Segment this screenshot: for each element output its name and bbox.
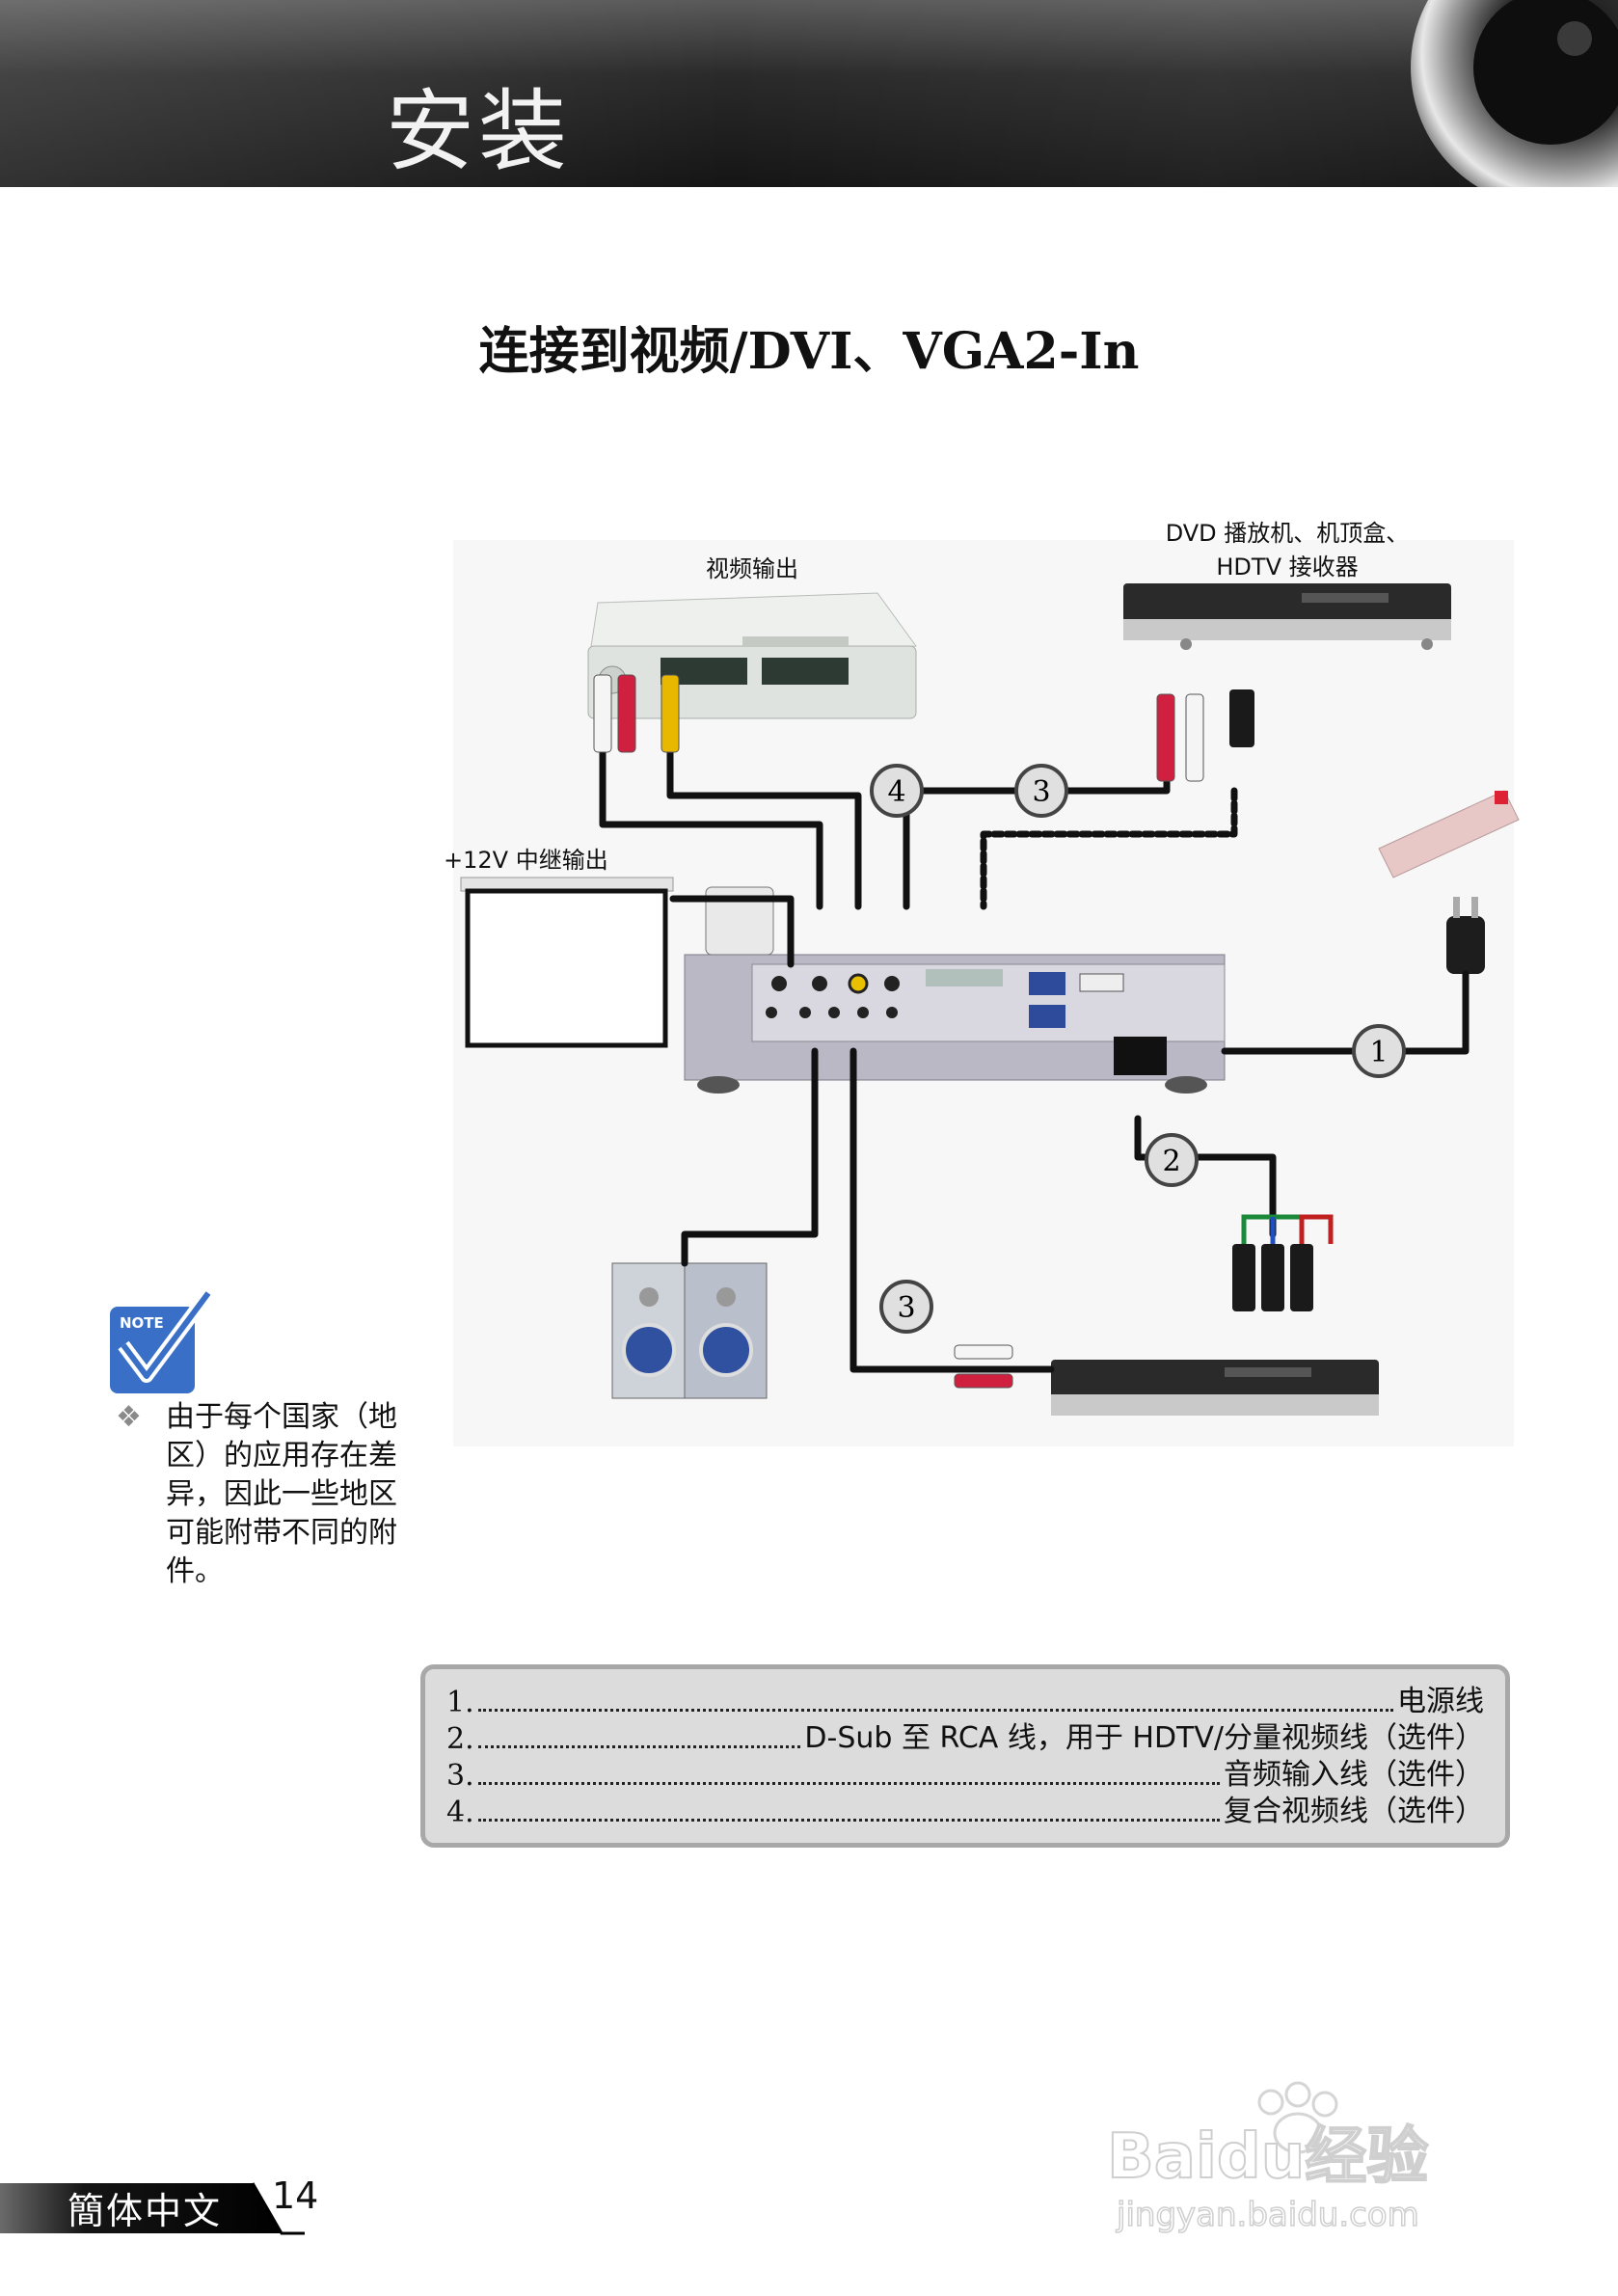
legend-item-2-text: D-Sub 至 RCA 线，用于 HDTV/分量视频线（选件） [804, 1721, 1484, 1755]
note-icon: NOTE [110, 1288, 214, 1393]
projector-lens-icon [1411, 0, 1618, 187]
rca-plugs-dvd-audio [1156, 689, 1254, 782]
callout-3-top-label: 3 [1032, 775, 1050, 809]
legend-item-1-leader [477, 1708, 1393, 1712]
projection-screen [460, 877, 674, 1048]
legend-item-4-leader [477, 1818, 1220, 1822]
footer-language: 簡体中文 [67, 2190, 223, 2232]
callout-3-bottom-label: 3 [897, 1291, 915, 1325]
legend-item-1-number: 1. [446, 1686, 474, 1719]
note-icon-label: NOTE [120, 1314, 164, 1332]
page-header: 安装 [0, 0, 1618, 187]
cable-legend: 1. 电源线 2. D-Sub 至 RCA 线，用于 HDTV/分量视频线（选件… [420, 1664, 1510, 1848]
section-title: 连接到视频/DVI、VGA2-In [478, 322, 1140, 381]
power-strip [1378, 790, 1520, 878]
dvi-connector [705, 886, 774, 956]
label-dvd-line1: DVD 播放机、机顶盒、 [1165, 520, 1410, 547]
legend-item-2-number: 2. [446, 1722, 474, 1756]
legend-item-2-leader [477, 1744, 801, 1748]
connection-diagram: 4 3 1 2 3 [453, 540, 1520, 1446]
rca-plugs-video-out [593, 674, 680, 753]
projector [684, 954, 1226, 1094]
label-video-output: 视频输出 [706, 555, 798, 582]
dvd-player-top [1123, 583, 1451, 650]
callout-2: 2 [1145, 1133, 1199, 1187]
dvd-player-bottom [1051, 1360, 1379, 1416]
legend-item-3: 3. 音频输入线（选件） [446, 1756, 1484, 1793]
vcr-device [587, 592, 917, 719]
callout-1-label: 1 [1369, 1036, 1388, 1069]
legend-item-2: 2. D-Sub 至 RCA 线，用于 HDTV/分量视频线（选件） [446, 1719, 1484, 1756]
note-text-block: ❖ 由于每个国家（地区）的应用存在差异，因此一些地区可能附带不同的附件。 [116, 1398, 424, 1591]
note-bullet-icon: ❖ [116, 1400, 142, 1434]
legend-item-3-leader [477, 1781, 1220, 1785]
speakers [611, 1262, 768, 1399]
callout-3-top: 3 [1014, 764, 1068, 818]
label-relay-output: +12V 中继输出 [444, 847, 608, 874]
baidu-watermark: Baidu经验 jingyan.baidu.com [1106, 2081, 1429, 2235]
page-number: 14 [272, 2174, 319, 2217]
callout-3-bottom: 3 [879, 1280, 933, 1334]
power-plug [1446, 897, 1485, 974]
page-title: 安装 [386, 80, 572, 183]
legend-item-3-number: 3. [446, 1759, 474, 1793]
footer-tab [0, 2182, 305, 2235]
legend-item-4-text: 复合视频线（选件） [1224, 1795, 1484, 1828]
label-dvd-line2: HDTV 接收器 [1216, 554, 1359, 581]
watermark-brand: Baidu经验 [1107, 2121, 1428, 2193]
callout-1: 1 [1352, 1024, 1406, 1078]
legend-item-1-text: 电源线 [1397, 1685, 1484, 1718]
rca-plugs-dvd-bottom [954, 1344, 1013, 1389]
cables [599, 746, 1470, 1373]
note-text: 由于每个国家（地区）的应用存在差异，因此一些地区可能附带不同的附件。 [166, 1400, 397, 1588]
legend-item-1: 1. 电源线 [446, 1683, 1484, 1719]
legend-item-4: 4. 复合视频线（选件） [446, 1793, 1484, 1829]
watermark-url: jingyan.baidu.com [1116, 2196, 1419, 2234]
callout-4: 4 [870, 764, 924, 818]
legend-item-3-text: 音频输入线（选件） [1224, 1758, 1484, 1792]
component-plugs [1232, 1244, 1313, 1311]
callout-2-label: 2 [1162, 1145, 1180, 1178]
legend-item-4-number: 4. [446, 1796, 474, 1829]
callout-4-label: 4 [887, 775, 905, 809]
rca-colored-wires [1241, 1214, 1334, 1244]
